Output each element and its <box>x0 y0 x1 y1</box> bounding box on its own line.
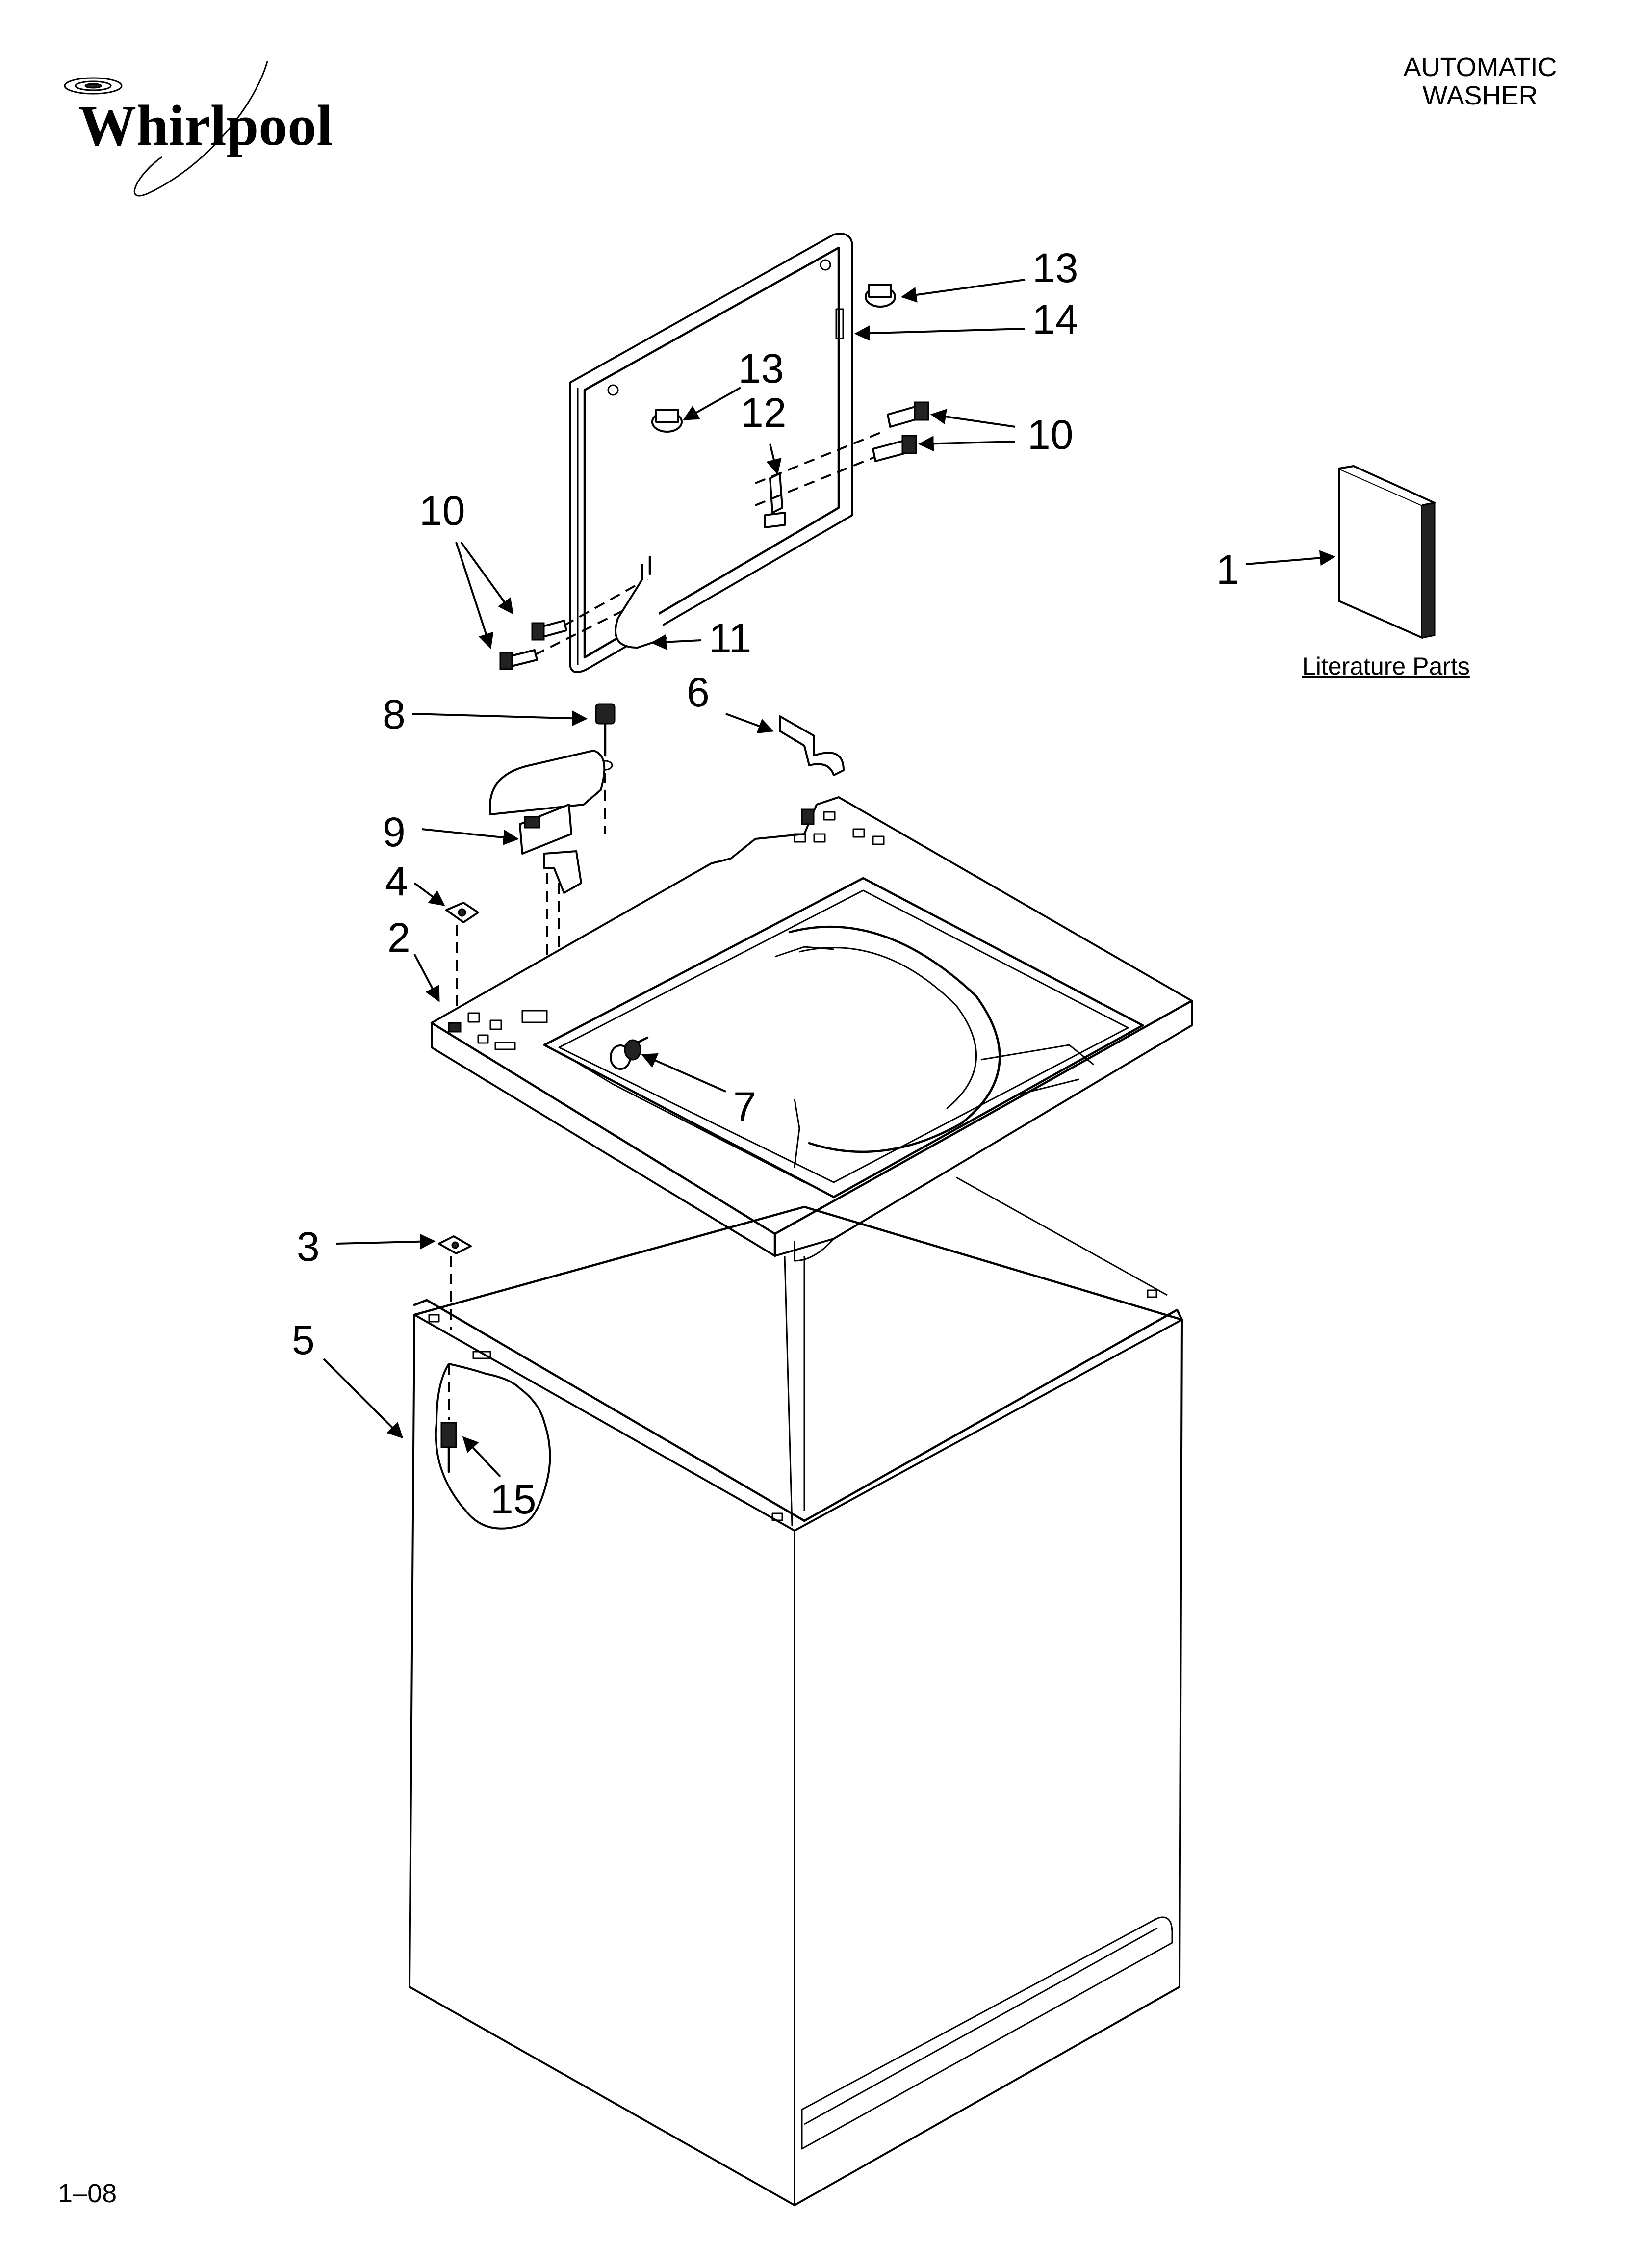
logo-wordmark: Whirlpool <box>78 93 333 157</box>
lid-switch-bracket <box>779 715 845 776</box>
callout-2: 2 <box>387 914 410 961</box>
leader-9 <box>421 828 519 845</box>
leader-3 <box>335 1233 436 1250</box>
leader-6 <box>725 713 774 734</box>
title-line-1: AUTOMATIC <box>1403 52 1557 82</box>
page-code: 1–08 <box>58 2179 117 2208</box>
title-line-2: WASHER <box>1422 81 1538 110</box>
leader-7 <box>641 1053 726 1093</box>
leader-10-right-a <box>930 409 1016 428</box>
callout-7: 7 <box>733 1084 756 1130</box>
logo-swirl-core <box>84 83 102 89</box>
hinge-screw-left-1 <box>531 620 567 641</box>
logo-swirl-mid <box>75 80 112 91</box>
hinge-screw-upper-right-1 <box>887 401 929 428</box>
whirlpool-logo: Whirlpool <box>64 61 333 197</box>
callout-13-lower: 13 <box>738 345 784 391</box>
callout-6: 6 <box>687 669 710 715</box>
hinge-screw-upper-right-2 <box>872 435 917 462</box>
leader-11 <box>650 634 702 650</box>
leader-8 <box>411 710 588 727</box>
callout-13-upper: 13 <box>1032 245 1078 291</box>
leader-15 <box>462 1436 501 1478</box>
washer-top-panel <box>430 796 1193 1262</box>
leader-5 <box>323 1358 404 1439</box>
literature-parts-label: Literature Parts <box>1302 652 1470 680</box>
lid-hinge-slot <box>835 308 844 339</box>
logo-flourish <box>133 61 268 197</box>
leader-13-lower <box>683 387 741 420</box>
leader-14 <box>854 325 1026 341</box>
cabinet-cutaway <box>435 1363 551 1530</box>
callout-9: 9 <box>383 809 406 855</box>
logo-swirl-outer <box>64 77 123 95</box>
callout-14: 14 <box>1032 296 1078 342</box>
fill-nozzle <box>610 1036 649 1070</box>
leader-13-upper <box>900 279 1026 303</box>
leader-10-left-b <box>455 542 494 650</box>
callout-4: 4 <box>385 858 408 904</box>
washer-lid <box>569 233 853 673</box>
callout-12: 12 <box>741 390 786 436</box>
hinge-rod <box>615 555 667 649</box>
callout-5: 5 <box>292 1317 315 1363</box>
leader-1 <box>1245 550 1336 566</box>
top-clip-lower <box>438 1235 472 1330</box>
callout-3: 3 <box>297 1224 320 1270</box>
callout-1: 1 <box>1216 547 1239 593</box>
leader-10-right-b <box>918 436 1016 452</box>
callout-8: 8 <box>383 691 406 737</box>
leader-2 <box>413 954 440 1002</box>
callout-10-right: 10 <box>1027 412 1073 458</box>
callout-15: 15 <box>490 1476 536 1522</box>
literature-booklet <box>1338 465 1436 639</box>
top-clip-small <box>445 902 479 1006</box>
leader-12 <box>766 443 782 475</box>
hinge-screw-left-2 <box>499 649 538 670</box>
leader-10-left-a <box>460 541 513 615</box>
lid-bumper-upper <box>865 284 896 308</box>
lid-bumper-lower <box>651 409 683 433</box>
callout-11: 11 <box>709 615 751 661</box>
callout-10-left: 10 <box>419 488 465 534</box>
cabinet-screw <box>440 1364 457 1473</box>
leader-4 <box>413 882 445 906</box>
washer-cabinet <box>409 1176 1183 2206</box>
product-title: AUTOMATIC WASHER <box>1358 53 1603 110</box>
